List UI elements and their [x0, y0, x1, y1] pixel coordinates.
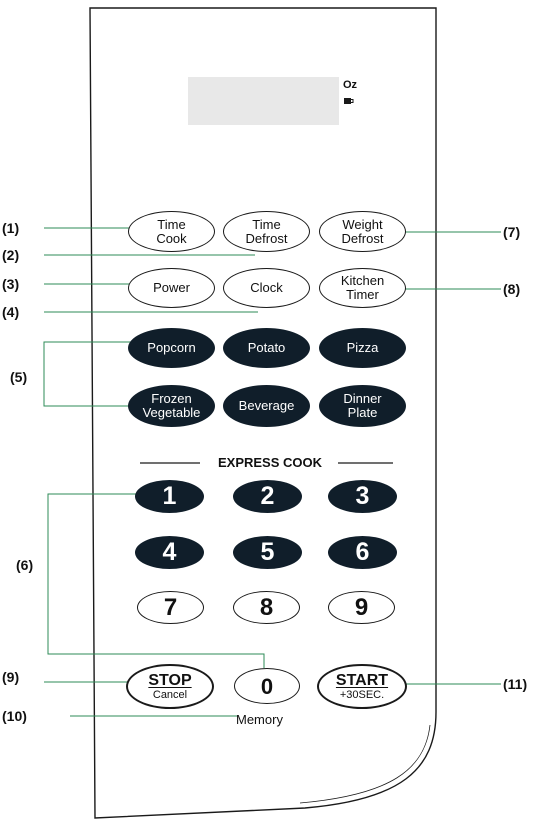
panel-outline: [89, 7, 437, 819]
kitchen-timer-line2: Timer: [346, 287, 379, 302]
callout-8: (8): [503, 281, 521, 297]
number-7-button[interactable]: 7: [137, 591, 204, 624]
callout-1: (1): [2, 220, 20, 236]
start-label: START: [335, 671, 389, 689]
panel-curve-inner: [299, 724, 431, 804]
number-6-label: 6: [355, 538, 370, 566]
potato-button[interactable]: Potato: [223, 328, 310, 368]
dinner-plate-line2: Plate: [347, 405, 378, 420]
pizza-button[interactable]: Pizza: [319, 328, 406, 368]
time-defrost-line1: Time: [252, 216, 281, 232]
clock-button[interactable]: Clock: [223, 268, 310, 308]
time-cook-line2: Cook: [156, 230, 187, 246]
pizza-label: Pizza: [346, 340, 379, 355]
beverage-label: Beverage: [238, 398, 295, 413]
oz-indicator: Oz: [343, 79, 358, 91]
callout-6: (6): [16, 557, 34, 573]
potato-label: Potato: [247, 340, 286, 355]
stop-label: STOP: [148, 671, 192, 689]
clock-label: Clock: [250, 280, 283, 295]
callout-3: (3): [2, 276, 20, 292]
callout-4: (4): [2, 304, 20, 320]
time-cook-line1: Time: [157, 216, 186, 232]
weight-defrost-button[interactable]: Weight Defrost: [319, 211, 406, 252]
callout-11: (11): [503, 676, 528, 692]
number-8-button[interactable]: 8: [233, 591, 300, 624]
callout-2: (2): [2, 247, 20, 263]
time-defrost-button[interactable]: Time Defrost: [223, 211, 310, 252]
number-5-label: 5: [260, 538, 275, 566]
number-4-label: 4: [162, 538, 177, 566]
dinner-plate-button[interactable]: Dinner Plate: [319, 385, 406, 427]
callout-10: (10): [2, 708, 27, 724]
weight-defrost-line1: Weight: [342, 216, 383, 232]
number-9-button[interactable]: 9: [328, 591, 395, 624]
cancel-label: Cancel: [152, 688, 188, 701]
leader-6: [47, 493, 265, 668]
stop-cancel-button[interactable]: STOP Cancel: [126, 664, 214, 709]
number-7-label: 7: [163, 594, 178, 621]
kitchen-timer-line1: Kitchen: [340, 273, 385, 288]
cup-icon: [344, 98, 354, 104]
number-0-label: 0: [260, 673, 274, 699]
number-3-label: 3: [355, 482, 370, 510]
leader-5: [43, 341, 131, 407]
callout-5: (5): [10, 369, 28, 385]
frozen-vegetable-line1: Frozen: [151, 391, 192, 406]
express-cook-heading: EXPRESS COOK: [217, 455, 323, 470]
weight-defrost-line2: Defrost: [341, 230, 384, 246]
frozen-vegetable-line2: Vegetable: [142, 405, 201, 420]
kitchen-timer-button[interactable]: Kitchen Timer: [319, 268, 406, 308]
popcorn-button[interactable]: Popcorn: [128, 328, 215, 368]
callout-7: (7): [503, 224, 521, 240]
time-cook-button[interactable]: Time Cook: [128, 211, 215, 252]
beverage-button[interactable]: Beverage: [223, 385, 310, 427]
power-label: Power: [153, 280, 190, 295]
display-window: [188, 77, 339, 125]
number-1-button[interactable]: 1: [135, 480, 204, 513]
power-button[interactable]: Power: [128, 268, 215, 308]
number-9-label: 9: [354, 594, 369, 621]
plus-30-sec-label: +30SEC.: [339, 688, 385, 701]
callout-9: (9): [2, 669, 20, 685]
popcorn-label: Popcorn: [147, 340, 196, 355]
start-button[interactable]: START +30SEC.: [317, 664, 407, 709]
number-1-label: 1: [162, 482, 177, 510]
frozen-vegetable-button[interactable]: Frozen Vegetable: [128, 385, 215, 427]
dinner-plate-line1: Dinner: [343, 391, 382, 406]
number-5-button[interactable]: 5: [233, 536, 302, 569]
number-8-label: 8: [259, 594, 274, 621]
number-0-memory-button[interactable]: 0: [234, 668, 300, 704]
time-defrost-line2: Defrost: [245, 230, 288, 246]
number-3-button[interactable]: 3: [328, 480, 397, 513]
number-6-button[interactable]: 6: [328, 536, 397, 569]
number-4-button[interactable]: 4: [135, 536, 204, 569]
number-2-label: 2: [260, 482, 275, 510]
number-2-button[interactable]: 2: [233, 480, 302, 513]
memory-label: Memory: [236, 712, 283, 727]
